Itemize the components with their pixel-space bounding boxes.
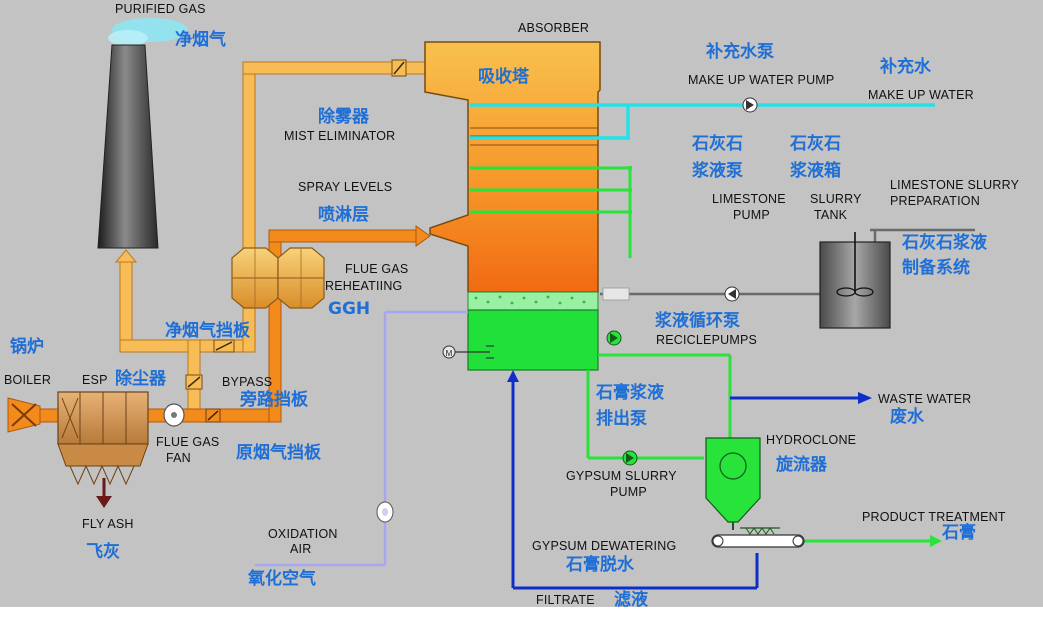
boiler-outlet bbox=[7, 397, 41, 433]
label-bypass-en: BYPASS bbox=[222, 375, 272, 389]
makeup-water-pump-symbol bbox=[742, 97, 758, 113]
label-limestone-pump-en-2: PUMP bbox=[733, 208, 770, 222]
label-limestone-pump-cn-2: 浆液泵 bbox=[692, 160, 743, 181]
label-gypsum-dewatering-en: GYPSUM DEWATERING bbox=[532, 539, 676, 553]
label-limestone-prep-en-1: LIMESTONE SLURRY bbox=[890, 178, 1020, 192]
makeup-water-line bbox=[470, 103, 935, 140]
limestone-pump-symbol bbox=[724, 286, 740, 302]
label-absorber-cn: 吸收塔 bbox=[478, 66, 530, 87]
label-mist-eliminator-cn: 除雾器 bbox=[318, 106, 370, 127]
label-gypsum-pump-cn-1: 石膏浆液 bbox=[595, 382, 664, 403]
label-absorber-en: ABSORBER bbox=[518, 21, 589, 35]
label-bypass-damper-cn: 旁路挡板 bbox=[239, 389, 309, 410]
label-hydroclone-cn: 旋流器 bbox=[775, 454, 828, 475]
absorber-agitator: M bbox=[442, 345, 494, 359]
label-limestone-prep-cn-1: 石灰石浆液 bbox=[901, 232, 987, 253]
oxidation-blower-symbol bbox=[376, 501, 394, 523]
slurry-inlet-nozzle bbox=[602, 287, 630, 301]
label-limestone-prep-cn-2: 制备系统 bbox=[902, 257, 970, 278]
label-filtrate-cn: 滤液 bbox=[614, 589, 648, 610]
label-filtrate-en: FILTRATE bbox=[536, 593, 595, 607]
label-flue-gas-fan-en-1: FLUE GAS bbox=[156, 435, 219, 449]
raw-gas-damper-symbol bbox=[205, 408, 221, 423]
esp-precipitator bbox=[57, 391, 149, 508]
label-limestone-tank-cn-1: 石灰石 bbox=[789, 133, 841, 154]
absorber-inlet-damper bbox=[391, 59, 407, 77]
label-oxidation-air-en-1: OXIDATION bbox=[268, 527, 338, 541]
label-mist-eliminator-en: MIST ELIMINATOR bbox=[284, 129, 395, 143]
label-gypsum-pump-cn-2: 排出泵 bbox=[596, 408, 647, 429]
motor-symbol: M bbox=[446, 349, 453, 358]
label-esp-en: ESP bbox=[82, 373, 108, 387]
oxidation-air-line bbox=[255, 310, 468, 567]
label-limestone-tank-cn-2: 浆液箱 bbox=[790, 160, 841, 181]
label-waste-water-en: WASTE WATER bbox=[878, 392, 971, 406]
recycle-pump-symbol bbox=[606, 330, 622, 346]
label-limestone-prep-en-2: PREPARATION bbox=[890, 194, 980, 208]
label-oxidation-air-cn: 氧化空气 bbox=[247, 568, 316, 589]
spray-feed-lines bbox=[470, 166, 632, 258]
label-esp-cn: 除尘器 bbox=[115, 368, 167, 389]
label-hydroclone-en: HYDROCLONE bbox=[766, 433, 856, 447]
label-purified-gas-cn: 净烟气 bbox=[175, 29, 226, 50]
gypsum-dewatering-belt bbox=[711, 534, 805, 548]
bypass-damper-symbol bbox=[185, 374, 203, 390]
label-product-treatment-en: PRODUCT TREATMENT bbox=[862, 510, 1006, 524]
label-flue-gas-fan-en-2: FAN bbox=[166, 451, 191, 465]
ggh-heat-exchanger bbox=[231, 247, 325, 309]
label-limestone-pump-cn-1: 石灰石 bbox=[691, 133, 743, 154]
label-purified-gas-en: PURIFIED GAS bbox=[115, 2, 206, 16]
label-limestone-pump-en-1: LIMESTONE bbox=[712, 192, 786, 206]
label-spray-levels-cn: 喷淋层 bbox=[318, 204, 369, 225]
label-recycle-pump-en: RECICLEPUMPS bbox=[656, 333, 757, 347]
label-fly-ash-en: FLY ASH bbox=[82, 517, 134, 531]
label-ggh-cn: GGH bbox=[328, 299, 370, 319]
clean-gas-damper-symbol bbox=[213, 339, 235, 353]
label-slurry-tank-en-1: SLURRY bbox=[810, 192, 862, 206]
label-oxidation-air-en-2: AIR bbox=[290, 542, 311, 556]
filtrate-arrow bbox=[507, 370, 519, 382]
product-arrow bbox=[930, 535, 942, 547]
label-recycle-pump-cn: 浆液循环泵 bbox=[655, 310, 740, 331]
filtrate-line bbox=[511, 378, 759, 590]
label-waste-water-cn: 废水 bbox=[890, 406, 925, 427]
label-clean-damper-cn: 净烟气挡板 bbox=[165, 320, 251, 341]
gypsum-slurry-pump-symbol bbox=[622, 450, 638, 466]
label-makeup-water-cn: 补充水 bbox=[879, 56, 932, 77]
label-makeup-pump-cn: 补充水泵 bbox=[705, 41, 774, 62]
label-makeup-pump-en: MAKE UP WATER PUMP bbox=[688, 73, 834, 87]
label-gypsum-dewatering-cn: 石膏脱水 bbox=[565, 554, 635, 575]
flue-gas-fan bbox=[163, 403, 185, 427]
label-spray-levels-en: SPRAY LEVELS bbox=[298, 180, 392, 194]
label-flue-gas-reheating-en-1: FLUE GAS bbox=[345, 262, 408, 276]
label-slurry-tank-en-2: TANK bbox=[814, 208, 848, 222]
label-gypsum-cn: 石膏 bbox=[941, 522, 976, 543]
label-fly-ash-cn: 飞灰 bbox=[86, 541, 120, 562]
waste-water-arrow bbox=[858, 392, 872, 404]
label-raw-damper-cn: 原烟气挡板 bbox=[236, 442, 322, 463]
chimney-stack bbox=[97, 18, 188, 249]
label-boiler-en: BOILER bbox=[4, 373, 51, 387]
hydroclone bbox=[705, 437, 780, 535]
label-makeup-water-en: MAKE UP WATER bbox=[868, 88, 974, 102]
label-gypsum-pump-en-2: PUMP bbox=[610, 485, 647, 499]
limestone-slurry-tank bbox=[819, 232, 891, 329]
label-flue-gas-reheating-en-2: REHEATIING bbox=[325, 279, 402, 293]
label-boiler-cn: 锅炉 bbox=[10, 336, 44, 357]
label-gypsum-pump-en-1: GYPSUM SLURRY bbox=[566, 469, 677, 483]
